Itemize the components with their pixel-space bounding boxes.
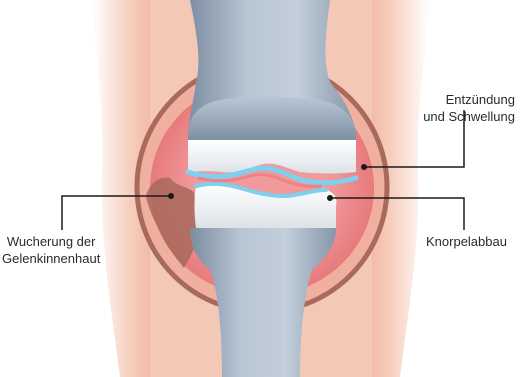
- label-synovium-line-2: Gelenkinnenhaut: [2, 250, 100, 267]
- label-inflammation-line-1: Entzündung: [423, 91, 515, 108]
- label-inflammation-swelling: Entzündung und Schwellung: [423, 91, 515, 125]
- label-synovial-overgrowth: Wucherung der Gelenkinnenhaut: [2, 233, 100, 267]
- label-synovium-line-1: Wucherung der: [2, 233, 100, 250]
- label-inflammation-line-2: und Schwellung: [423, 108, 515, 125]
- label-cartilage-breakdown: Knorpelabbau: [426, 233, 507, 250]
